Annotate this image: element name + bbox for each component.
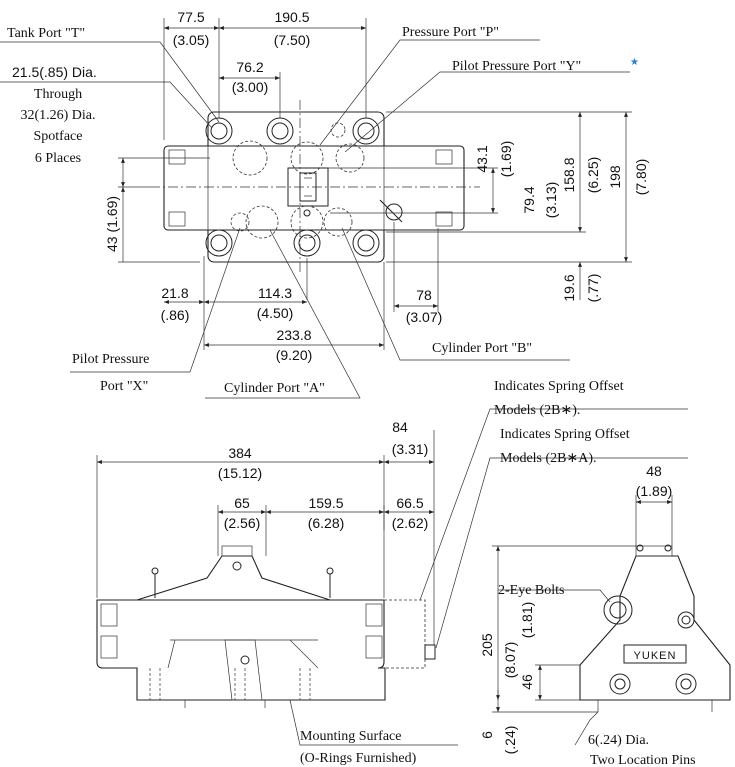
label-pilot-port-y: Pilot Pressure Port "Y"	[452, 59, 581, 74]
dim-1-81: (1.81)	[519, 602, 535, 639]
dim-7-50: (7.50)	[274, 32, 311, 48]
dim-43-1: 43.1	[474, 145, 490, 172]
label-dia-4: Spotface	[34, 129, 83, 144]
dim-6-28: (6.28)	[308, 515, 345, 531]
dim-46: 46	[519, 674, 535, 690]
dim-233-8: 233.8	[276, 327, 311, 343]
label-dia-3: 32(1.26) Dia.	[20, 108, 95, 123]
side-view	[492, 495, 731, 746]
star-icon: ★	[630, 57, 639, 68]
label-pilot-x-1: Pilot Pressure	[72, 352, 149, 367]
label-spring-offset-1b: Models (2B∗).	[494, 403, 580, 418]
dim-43-1-69: 43 (1.69)	[104, 196, 120, 252]
dim-6-25: (6.25)	[585, 157, 601, 194]
brand-logo: YUKEN	[634, 650, 677, 662]
label-dia-2: Through	[34, 87, 82, 102]
dim-114-3: 114.3	[258, 285, 292, 301]
front-body	[96, 599, 386, 701]
dim-48: 48	[646, 463, 662, 479]
label-o-rings: (O-Rings Furnished)	[300, 751, 417, 766]
dim-65: 65	[234, 495, 250, 511]
dim-15-12: (15.12)	[218, 465, 262, 481]
label-spring-offset-2b: Models (2B∗A).	[500, 451, 597, 466]
top-body-rail	[163, 145, 465, 231]
label-spring-offset-1a: Indicates Spring Offset	[494, 379, 624, 394]
nameplate	[623, 644, 687, 664]
label-mounting-surface: Mounting Surface	[300, 729, 401, 744]
dim-190-5: 190.5	[274, 9, 309, 25]
label-pilot-x-2: Port "X"	[100, 379, 148, 394]
dim-77-5: 77.5	[177, 9, 204, 25]
dim-3-31: (3.31)	[392, 441, 429, 457]
dim-1-69: (1.69)	[498, 141, 514, 178]
dim-1-89: (1.89)	[636, 483, 673, 499]
dim-7-80: (7.80)	[633, 159, 649, 196]
label-dia-1: 21.5(.85) Dia.	[12, 64, 97, 80]
dim-78: 78	[416, 287, 432, 303]
dim-3-05: (3.05)	[173, 32, 210, 48]
dim-8-07: (8.07)	[502, 642, 518, 679]
label-cylinder-a: Cylinder Port "A"	[224, 381, 325, 396]
dim-3-07: (3.07)	[406, 309, 443, 325]
dim-77: (.77)	[585, 274, 601, 303]
front-view	[96, 408, 688, 746]
pilot-block	[287, 167, 329, 207]
dim-21-8: 21.8	[161, 285, 188, 301]
dim-24: (.24)	[502, 726, 518, 755]
dim-3-00: (3.00)	[232, 79, 269, 95]
dim-2-62: (2.62)	[392, 515, 429, 531]
dim-86: (.86)	[161, 307, 190, 323]
dim-2-56: (2.56)	[224, 515, 261, 531]
dim-205: 205	[479, 633, 495, 657]
label-dia-5: 6 Places	[35, 151, 81, 166]
dim-76-2: 76.2	[236, 59, 263, 75]
dim-19-6: 19.6	[561, 274, 577, 301]
label-pin-dia: 6(.24) Dia.	[588, 733, 649, 748]
mounting-bolt-holes	[205, 117, 380, 257]
dim-384: 384	[228, 445, 252, 461]
side-body	[579, 555, 731, 701]
dim-9-20: (9.20)	[276, 347, 313, 363]
dim-66-5: 66.5	[396, 495, 423, 511]
hidden-ports	[230, 122, 365, 239]
label-tank-port: Tank Port "T"	[7, 26, 85, 41]
dim-158-8: 158.8	[561, 157, 577, 192]
label-pressure-port: Pressure Port "P"	[402, 25, 499, 40]
dim-4-50: (4.50)	[257, 305, 294, 321]
dim-84: 84	[392, 419, 408, 435]
label-cylinder-b: Cylinder Port "B"	[432, 341, 532, 356]
dim-6: 6	[479, 731, 495, 739]
dim-3-13: (3.13)	[543, 182, 559, 219]
label-eye-bolts: 2-Eye Bolts	[498, 583, 565, 598]
label-spring-offset-2a: Indicates Spring Offset	[500, 427, 630, 442]
top-view	[0, 18, 632, 399]
dim-198: 198	[607, 165, 623, 189]
dim-159-5: 159.5	[308, 495, 343, 511]
dim-79-4: 79.4	[521, 186, 537, 213]
label-location-pins: Two Location Pins	[590, 753, 696, 767]
